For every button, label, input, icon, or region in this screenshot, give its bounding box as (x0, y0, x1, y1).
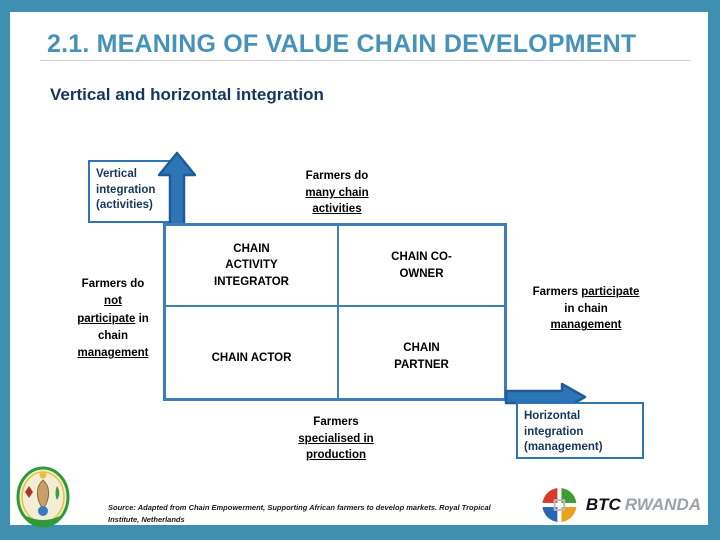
label-line: Farmers participate (532, 286, 640, 298)
label-line: management (77, 347, 149, 359)
label-line: production (305, 449, 367, 462)
matrix-cell-chain-partner: CHAIN PARTNER (339, 307, 504, 398)
label-line: management (550, 319, 622, 332)
label-line: not (104, 295, 122, 308)
source-citation: Source: Adapted from Chain Empowerment, … (108, 503, 491, 524)
cell-label: CHAIN ACTIVITY INTEGRATOR (214, 243, 289, 288)
horizontal-axis-box: Horizontal integration (management) (516, 402, 644, 459)
page-title: 2.1. MEANING OF VALUE CHAIN DEVELOPMENT (47, 30, 637, 58)
label-line: in chain (564, 302, 608, 315)
label-line: Farmers do (305, 170, 369, 182)
label-line: many chain (305, 186, 369, 199)
btc-globe-icon (541, 486, 578, 524)
matrix-cell-chain-actor: CHAIN ACTOR (166, 307, 339, 398)
cell-label: CHAIN CO-OWNER (391, 251, 452, 280)
slide-subtitle: Vertical and horizontal integration (50, 85, 324, 104)
cell-label: CHAIN ACTOR (211, 352, 292, 365)
vertical-axis-box: Vertical integration (activities) (88, 160, 175, 223)
btc-logo-region: RWANDA (624, 495, 701, 514)
label-farmers-many-activities: Farmers do many chain activities (282, 168, 392, 218)
cell-label: CHAIN PARTNER (394, 342, 449, 371)
value-chain-matrix: CHAIN ACTIVITY INTEGRATOR CHAIN CO-OWNER… (163, 223, 507, 401)
title-divider (40, 60, 690, 61)
btc-logo-name: BTC (585, 495, 621, 514)
label-farmers-specialised: Farmers specialised in production (282, 414, 390, 464)
label-line: Farmers do (81, 278, 145, 290)
label-farmers-not-participate: Farmers do not participate in chain mana… (62, 276, 164, 362)
label-line: Farmers (313, 416, 359, 428)
rwanda-coat-of-arms-logo (16, 466, 70, 528)
label-farmers-participate: Farmers participate in chain management (510, 284, 662, 334)
label-line: activities (312, 203, 362, 216)
matrix-cell-chain-activity-integrator: CHAIN ACTIVITY INTEGRATOR (166, 226, 339, 307)
label-line: specialised in (298, 432, 374, 445)
label-line: participate in (77, 312, 149, 325)
label-line: chain (97, 329, 129, 342)
up-arrow-icon (157, 151, 197, 229)
matrix-cell-chain-co-owner: CHAIN CO-OWNER (339, 226, 504, 307)
